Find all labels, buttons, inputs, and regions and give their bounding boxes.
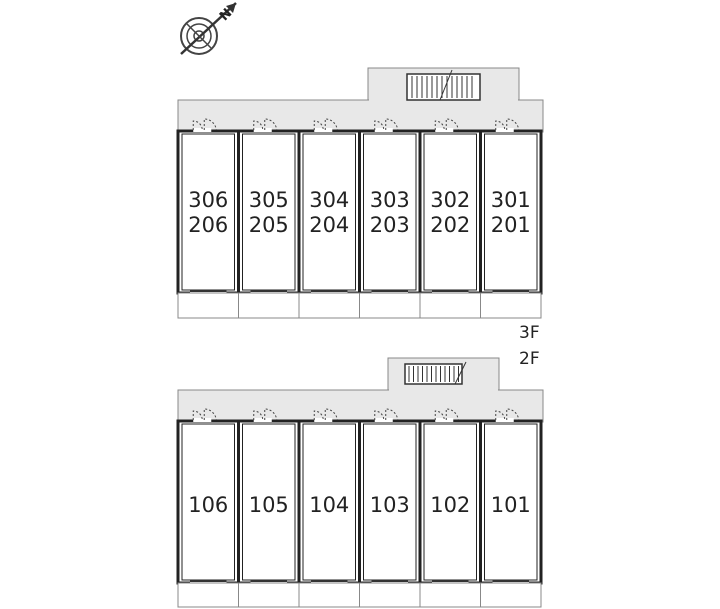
unit-number: 301	[491, 188, 531, 212]
unit-number: 305	[249, 188, 289, 212]
balcony	[238, 582, 300, 608]
balcony	[298, 292, 360, 319]
door-icon	[434, 410, 445, 421]
door-icon	[495, 120, 506, 131]
unit-number: 303	[370, 188, 410, 212]
unit-number: 206	[188, 213, 228, 237]
unit-number: 203	[370, 213, 410, 237]
unit-105: 105	[237, 408, 301, 585]
balcony	[359, 292, 421, 319]
door-icon	[495, 410, 506, 421]
door-icon	[192, 120, 203, 131]
balcony	[419, 292, 481, 319]
door-icon	[192, 410, 203, 421]
unit-number: 304	[309, 188, 349, 212]
unit-number: 302	[430, 188, 470, 212]
unit-101: 101	[479, 408, 543, 585]
unit-number: 105	[249, 493, 289, 517]
balcony	[238, 292, 300, 319]
unit-number: 202	[430, 213, 470, 237]
balcony	[177, 292, 239, 319]
floor-label-2f: 2F	[519, 349, 540, 369]
unit-number: 102	[430, 493, 470, 517]
unit-number: 306	[188, 188, 228, 212]
ground-floor-block: 106 105 104 103 102 101	[176, 357, 544, 608]
unit-106: 106	[176, 408, 240, 585]
unit-104: 104	[297, 408, 361, 585]
door-icon	[253, 120, 264, 131]
stairs-icon	[404, 361, 467, 385]
floor-label-3f: 3F	[519, 323, 540, 343]
balcony	[298, 582, 360, 608]
unit-number: 204	[309, 213, 349, 237]
unit-number: 103	[370, 493, 410, 517]
door-icon	[253, 410, 264, 421]
unit-number: 205	[249, 213, 289, 237]
compass-icon: N	[180, 2, 237, 55]
door-icon	[313, 120, 324, 131]
unit-number: 104	[309, 493, 349, 517]
unit-number: 101	[491, 493, 531, 517]
unit-102: 102	[418, 408, 482, 585]
unit-number: 106	[188, 493, 228, 517]
door-icon	[434, 120, 445, 131]
balcony	[480, 292, 542, 319]
balcony	[359, 582, 421, 608]
unit-103: 103	[358, 408, 422, 585]
stairs-icon	[406, 69, 481, 101]
balcony	[480, 582, 542, 608]
door-icon	[313, 410, 324, 421]
unit-number: 201	[491, 213, 531, 237]
balcony	[419, 582, 481, 608]
door-icon	[374, 120, 385, 131]
door-icon	[374, 410, 385, 421]
balcony	[177, 582, 239, 608]
